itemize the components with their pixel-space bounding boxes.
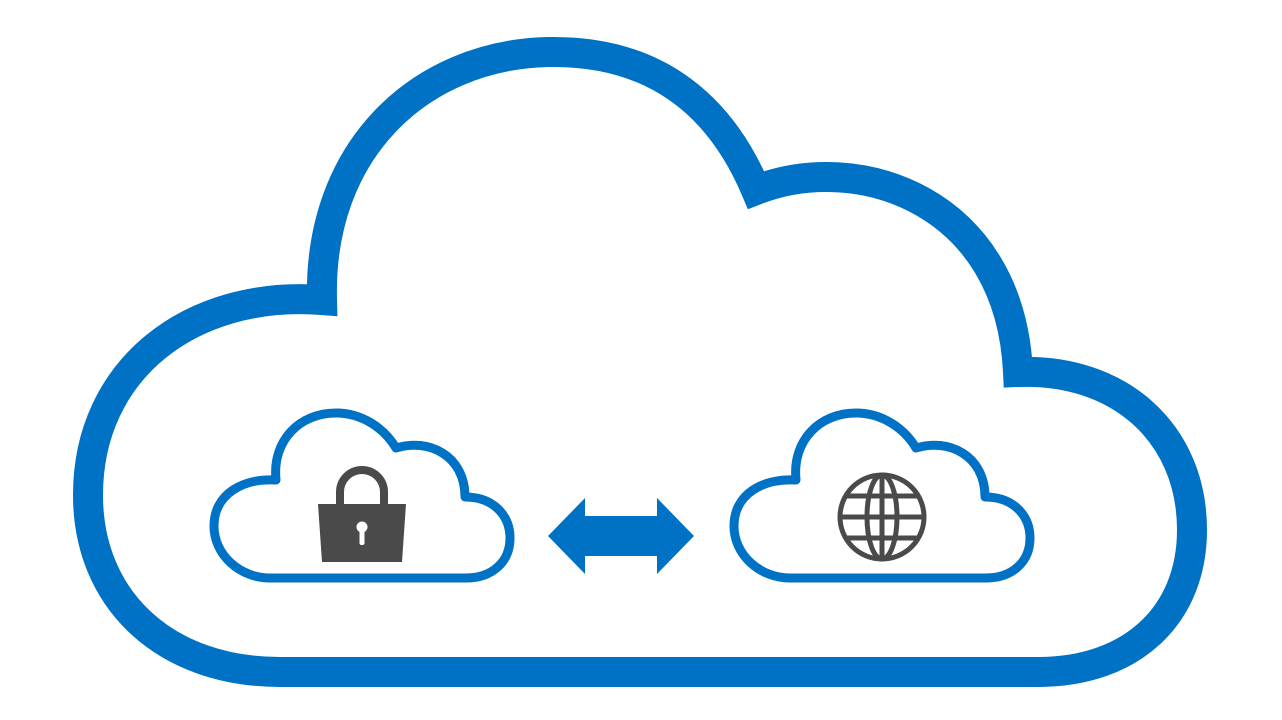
keyhole: [356, 521, 368, 533]
double-headed-arrow-icon: [548, 498, 694, 574]
globe-icon: [837, 472, 927, 562]
padlock-icon: [318, 466, 406, 562]
left-cloud-outline-icon: [209, 408, 515, 583]
left-cloud: [209, 408, 515, 583]
right-cloud: [729, 408, 1035, 583]
